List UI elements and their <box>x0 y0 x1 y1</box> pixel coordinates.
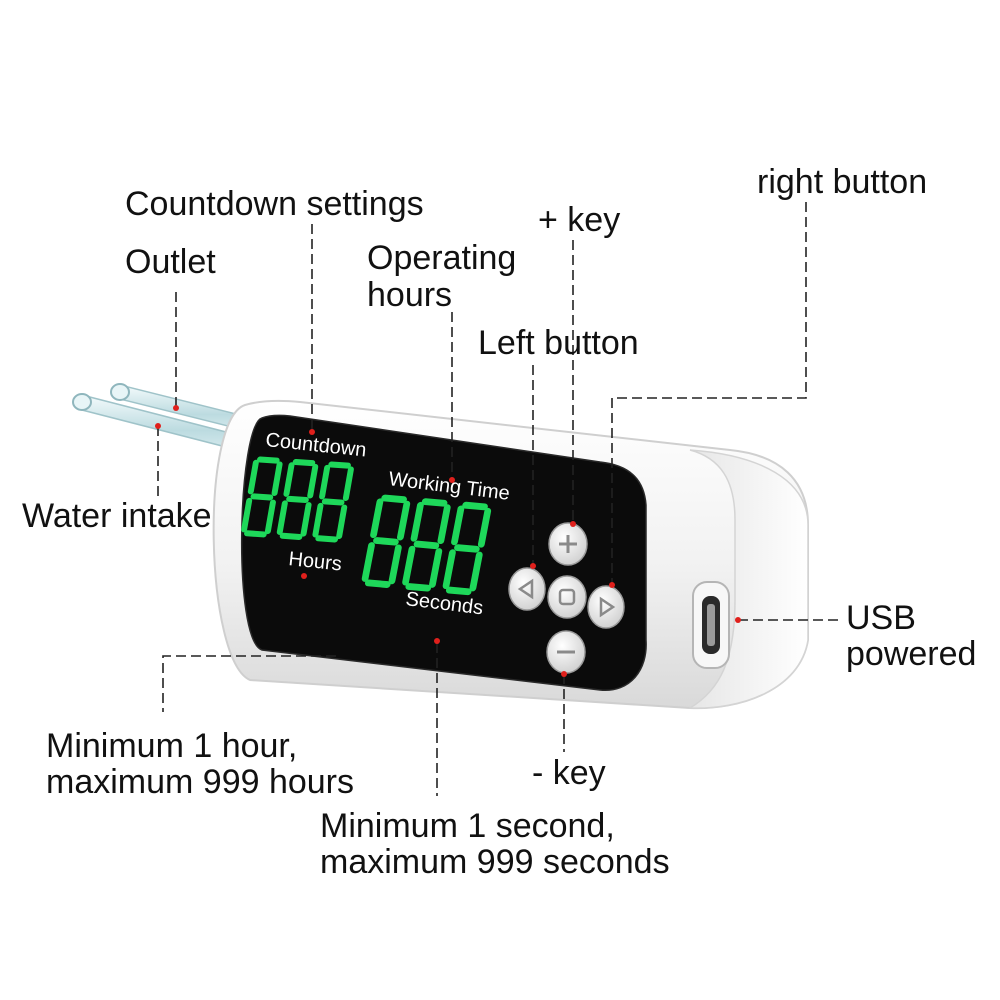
segment-a <box>328 461 351 469</box>
callout-left-button: Left button <box>478 324 639 362</box>
segment-d <box>279 532 303 540</box>
segment-a <box>381 494 407 504</box>
segment-c <box>429 548 443 588</box>
right-button[interactable] <box>587 585 625 629</box>
segment-f <box>247 459 259 495</box>
right-arrow-icon <box>599 596 616 618</box>
callout-hours-range: Minimum 1 hour, maximum 999 hours <box>46 727 355 801</box>
digit-2 <box>402 498 451 592</box>
segment-c <box>336 504 348 540</box>
segment-c <box>264 499 276 535</box>
segment-f <box>319 464 331 500</box>
segment-d <box>405 583 432 592</box>
leader-dots <box>155 405 741 677</box>
digit-1 <box>361 494 411 588</box>
callout-usb-powered: USB powered <box>846 599 977 673</box>
segment-g <box>373 537 399 546</box>
hours-digit-display <box>241 456 354 543</box>
usb-port <box>692 581 730 669</box>
digit-1 <box>241 456 283 538</box>
callout-operating-hours: Operating hours <box>367 239 517 314</box>
segment-a <box>256 456 280 464</box>
minus-key-button[interactable] <box>546 630 586 674</box>
segment-g <box>286 495 309 504</box>
segment-e <box>442 549 456 590</box>
segment-b <box>397 500 411 541</box>
segment-b <box>307 463 319 499</box>
segment-g <box>321 498 345 506</box>
segment-c <box>469 551 483 592</box>
segment-d <box>445 586 472 596</box>
segment-d <box>244 530 267 538</box>
segment-g <box>454 544 480 553</box>
segment-e <box>312 502 324 538</box>
callout-outlet: Outlet <box>125 243 216 281</box>
callout-minus-key: - key <box>532 754 606 792</box>
center-square-icon <box>558 588 576 606</box>
segment-f <box>410 501 424 542</box>
callout-plus-key: + key <box>538 201 621 239</box>
plus-icon <box>559 535 577 553</box>
callout-seconds-range: Minimum 1 second, maximum 999 seconds <box>320 807 670 881</box>
segment-b <box>342 466 354 502</box>
segment-a <box>292 458 316 467</box>
digit-3 <box>442 501 492 596</box>
segment-b <box>477 507 492 548</box>
segment-e <box>241 497 253 533</box>
segment-g <box>250 493 274 501</box>
plus-key-button[interactable] <box>548 522 588 566</box>
segment-b <box>271 461 283 496</box>
segment-c <box>300 502 312 537</box>
segment-e <box>361 542 375 582</box>
segment-d <box>315 535 339 543</box>
seconds-digit-display <box>361 494 492 596</box>
segment-c <box>388 544 402 585</box>
callout-right-button: right button <box>757 163 928 201</box>
segment-g <box>413 540 440 550</box>
left-arrow-icon <box>517 578 534 600</box>
callout-countdown-settings: Countdown settings <box>125 185 424 223</box>
callout-water-intake: Water intake <box>22 497 212 535</box>
segment-e <box>402 545 416 586</box>
leader-lines <box>157 202 838 796</box>
segment-f <box>283 462 295 497</box>
segment-f <box>451 505 465 546</box>
segment-b <box>437 504 451 545</box>
segment-f <box>370 498 384 539</box>
segment-e <box>276 500 288 535</box>
segment-a <box>421 498 448 507</box>
digit-2 <box>276 458 319 540</box>
segment-d <box>364 579 391 588</box>
segment-a <box>462 501 488 511</box>
left-button[interactable] <box>508 567 546 611</box>
center-button[interactable] <box>547 575 587 619</box>
digit-3 <box>312 461 354 543</box>
